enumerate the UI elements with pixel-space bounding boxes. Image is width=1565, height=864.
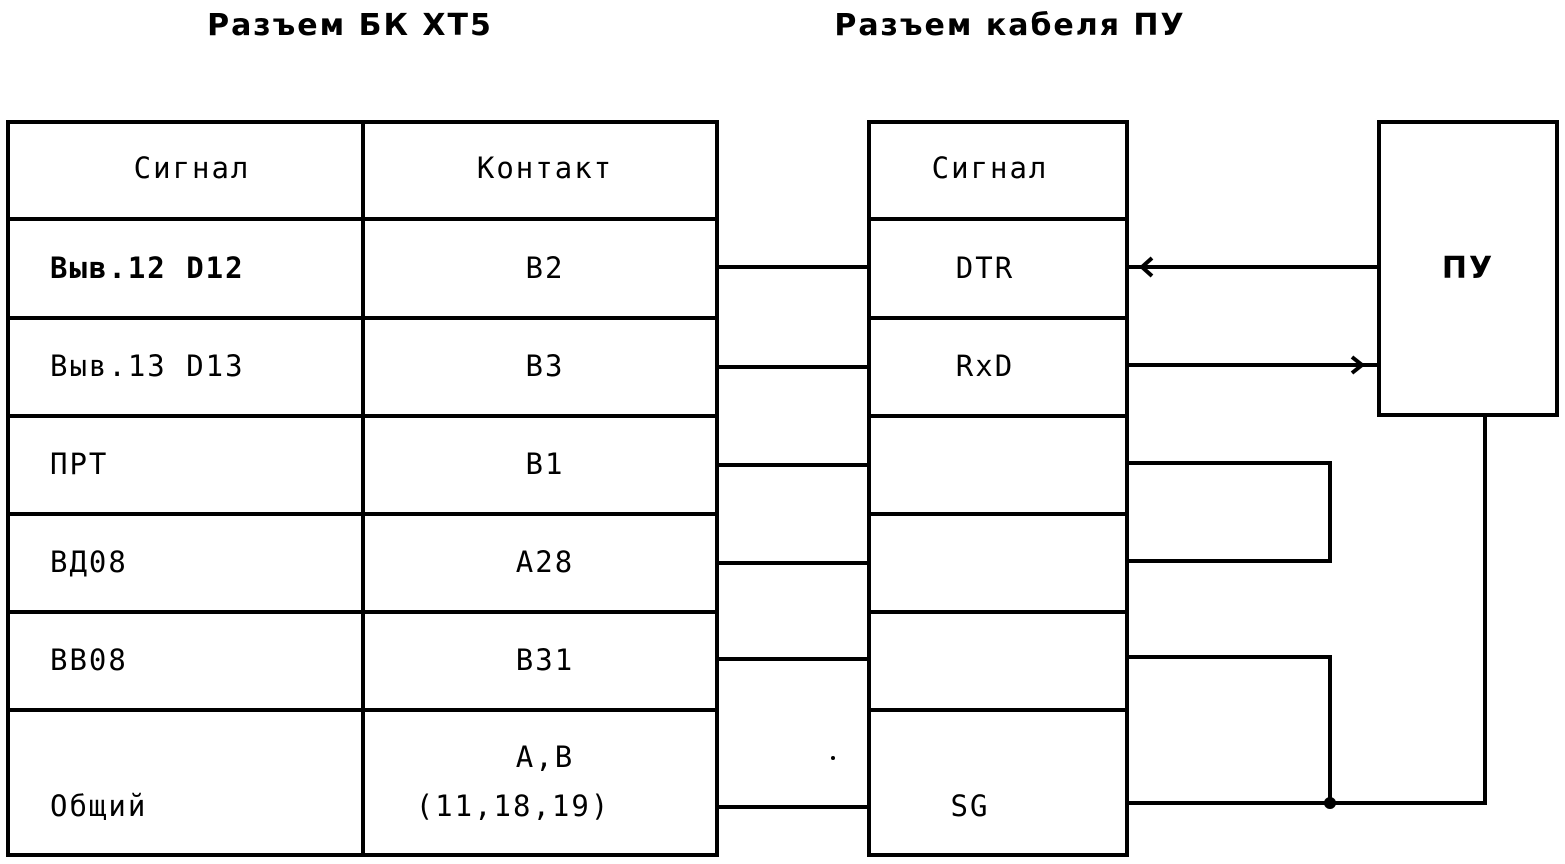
contact-cell: B1 — [526, 447, 565, 481]
header-signal: Сигнал — [134, 151, 251, 185]
arrow-left-icon — [1139, 256, 1154, 278]
signal-cell: ВВ08 — [50, 643, 128, 677]
header-signal: Сигнал — [932, 151, 1049, 185]
signal-cell: SG — [951, 789, 990, 823]
wires — [717, 256, 1487, 809]
contact-cell: B31 — [516, 643, 574, 677]
contact-cell: A28 — [516, 545, 574, 579]
signal-cell: ВД08 — [50, 545, 128, 579]
arrow-right-icon — [1350, 355, 1366, 375]
contact-cell: B2 — [526, 251, 565, 285]
signal-cell: Выв.12 D12 — [50, 251, 245, 285]
signal-cell: Выв.13 D13 — [50, 349, 245, 383]
loopback-wire — [1127, 461, 1332, 563]
cable-connector-table: Сигнал DTR RxD SG — [867, 120, 1129, 857]
contact-cell: A,B — [516, 740, 574, 774]
wire-to-ground — [1127, 655, 1332, 803]
device-box: ПУ — [1377, 120, 1559, 417]
ground-wire-device — [1127, 415, 1487, 805]
contact-cell: B3 — [526, 349, 565, 383]
junction-dot — [1324, 797, 1336, 809]
signal-cell: RxD — [956, 349, 1014, 383]
device-label: ПУ — [1442, 251, 1494, 286]
speck — [831, 756, 835, 760]
left-connector-table: Сигнал Контакт Выв.12 D12 B2 Выв.13 D13 … — [6, 120, 719, 857]
signal-cell: ПРТ — [50, 447, 108, 481]
contact-cell: (11,18,19) — [416, 789, 611, 823]
right-connector-title: Разъем кабеля ПУ — [834, 8, 1185, 43]
left-connector-title: Разъем БК XT5 — [207, 8, 493, 43]
header-contact: Контакт — [477, 151, 613, 185]
signal-cell: Общий — [50, 789, 147, 823]
signal-cell: DTR — [956, 251, 1014, 285]
